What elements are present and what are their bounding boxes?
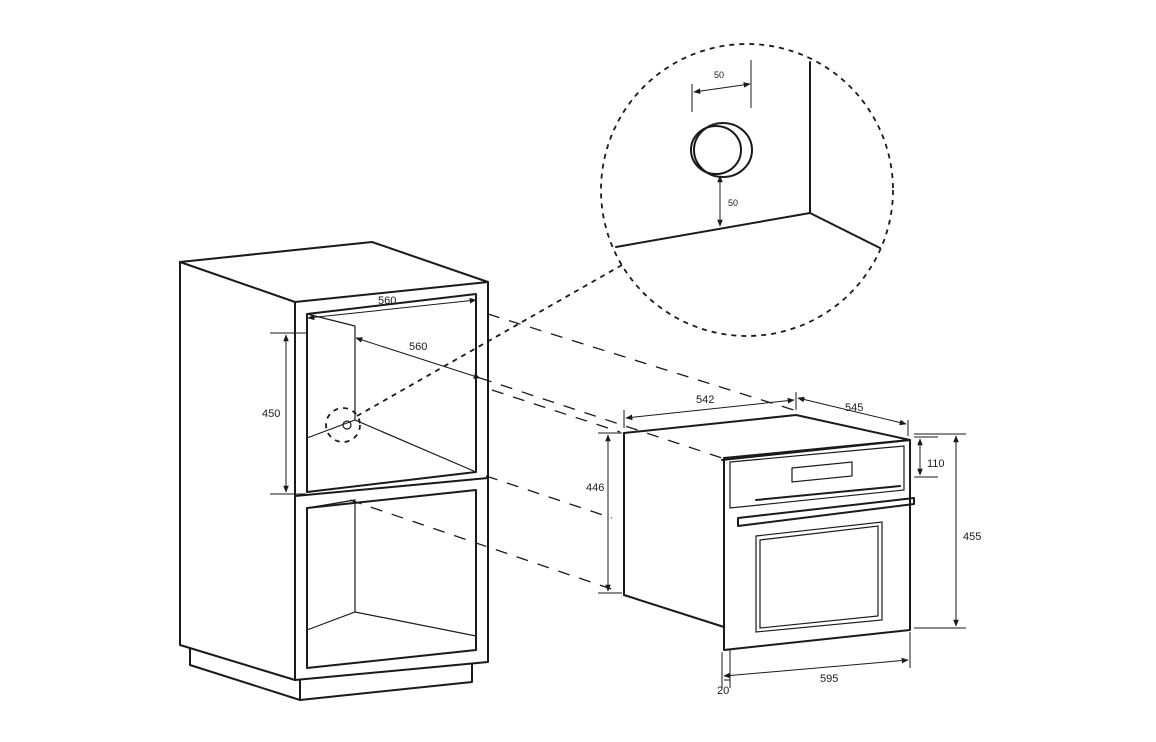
- dim-control-panel-height: 110: [927, 458, 945, 470]
- cabinet: [179, 241, 489, 701]
- dim-socket-offset-x: 50: [714, 70, 724, 80]
- socket-marker: [325, 407, 361, 443]
- socket-detail: [690, 122, 753, 178]
- cabinet-dimensions: 560 560 450: [262, 295, 481, 495]
- dim-cabinet-depth: 560: [409, 341, 427, 353]
- dim-socket-offset-y: 50: [728, 198, 738, 208]
- dim-front-offset: 20: [717, 685, 729, 697]
- detail-callout: 50 50: [600, 43, 894, 337]
- dim-oven-body-height: 446: [586, 482, 604, 494]
- oven: [623, 414, 915, 651]
- dim-cabinet-width: 560: [378, 295, 396, 307]
- dim-front-height: 455: [963, 531, 981, 543]
- dim-front-width: 595: [820, 673, 838, 685]
- projection-lines: [349, 264, 801, 593]
- dim-oven-depth: 545: [845, 402, 863, 414]
- dim-niche-height: 450: [262, 408, 280, 420]
- dim-oven-width: 542: [696, 394, 714, 406]
- oven-dimensions: 542 545 446 110 455 595 20: [586, 392, 981, 697]
